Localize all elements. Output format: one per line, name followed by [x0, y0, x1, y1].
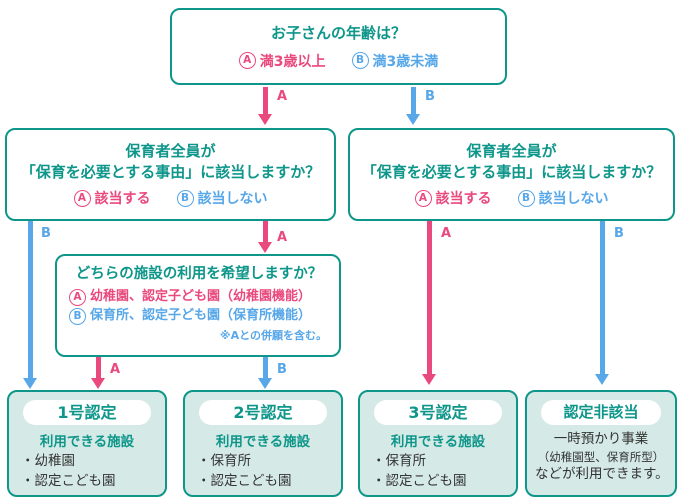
question-box-need-right: 保育者全員が 「保育を必要とする事由」に該当しますか？ A 該当する B 該当し…: [348, 128, 675, 221]
facility-option-b: B 保育所、認定子ども園（保育所機能）: [69, 307, 329, 326]
result-2-item: ・認定こども園: [197, 472, 292, 489]
arrow-line: [262, 357, 268, 378]
arrow-need-right-a: [422, 221, 436, 385]
arrow-facility-b: [258, 357, 272, 389]
need-right-title-line1: 保育者全員が: [466, 142, 557, 160]
question-box-need-left: 保育者全員が 「保育を必要とする事由」に該当しますか？ A 該当する B 該当し…: [5, 128, 336, 221]
arrow-need-left-b-label: B: [41, 226, 51, 241]
arrow-line: [27, 221, 33, 378]
age-options: A 満3歳以上 B 満3歳未満: [238, 51, 439, 71]
arrow-need-right-b-label: B: [614, 226, 624, 241]
arrow-line: [426, 221, 432, 374]
result-1-subtitle: 利用できる施設: [39, 434, 135, 450]
arrow-line: [262, 87, 268, 114]
arrow-need-left-b: [23, 221, 37, 389]
arrow-line: [410, 87, 416, 114]
facility-option-a: A 幼稚園、認定子ども園（幼稚園機能）: [69, 288, 329, 307]
result-2-item: ・保育所: [197, 453, 251, 469]
facility-option-b-label: 保育所、認定子ども園（保育所機能）: [90, 308, 312, 324]
circle-b-icon: B: [351, 52, 369, 69]
result-3-item: ・認定こども園: [372, 472, 467, 489]
arrow-line: [599, 221, 605, 374]
need-left-option-a: A 該当する: [73, 188, 151, 208]
need-left-title-line1: 保育者全員が: [125, 142, 216, 160]
need-right-option-a: A 該当する: [414, 188, 492, 208]
result-3-item: ・保育所: [372, 453, 426, 469]
arrow-line: [95, 357, 101, 378]
arrow-head-icon: [91, 378, 105, 389]
arrow-head-icon: [595, 374, 609, 385]
need-left-options: A 該当する B 該当しない: [73, 188, 268, 208]
result-2-subtitle: 利用できる施設: [215, 434, 311, 450]
arrow-need-right-b: [595, 221, 609, 385]
result-box-1: 1号認定 利用できる施設 ・幼稚園 ・認定こども園: [7, 390, 167, 497]
facility-option-a-label: 幼稚園、認定子ども園（幼稚園機能）: [90, 289, 312, 305]
need-left-option-b: B 該当しない: [176, 188, 268, 208]
age-question-title: お子さんの年齢は？: [270, 23, 406, 42]
arrow-age-a-label: A: [277, 89, 288, 104]
need-right-option-b: B 該当しない: [517, 188, 609, 208]
arrow-head-icon: [406, 114, 420, 125]
arrow-line: [262, 221, 268, 242]
age-option-a: A 満3歳以上: [238, 51, 326, 71]
need-right-title: 保育者全員が 「保育を必要とする事由」に該当しますか？: [362, 141, 662, 183]
need-left-option-a-label: 該当する: [94, 191, 151, 207]
circle-a-icon: A: [414, 189, 432, 207]
arrow-head-icon: [422, 374, 436, 385]
facility-title: どちらの施設の利用を希望しますか？: [75, 266, 323, 282]
arrow-need-left-a: [258, 221, 272, 253]
arrow-facility-b-label: B: [277, 362, 287, 377]
result-2-badge: 2号認定: [199, 400, 327, 425]
arrow-head-icon: [258, 114, 272, 125]
arrow-head-icon: [23, 378, 37, 389]
result-box-not-eligible: 認定非該当 一時預かり事業 （幼稚園型、保育所型） などが利用できます。: [525, 390, 677, 497]
need-right-options: A 該当する B 該当しない: [414, 188, 609, 208]
arrow-age-a: [258, 87, 272, 125]
arrow-age-b-label: B: [425, 89, 435, 104]
result-1-item: ・認定こども園: [21, 472, 116, 489]
question-box-facility: どちらの施設の利用を希望しますか？ A 幼稚園、認定子ども園（幼稚園機能） B …: [55, 254, 341, 357]
arrow-head-icon: [258, 242, 272, 253]
circle-b-icon: B: [69, 308, 86, 326]
arrow-age-b: [406, 87, 420, 125]
age-option-a-label: 満3歳以上: [259, 53, 326, 70]
result-3-badge: 3号認定: [374, 400, 502, 425]
need-right-title-line2: 「保育を必要とする事由」に該当しますか？: [361, 163, 662, 181]
result-4-line: などが利用できます。: [535, 465, 669, 482]
result-4-badge: 認定非該当: [541, 400, 661, 425]
arrow-need-left-a-label: A: [277, 230, 288, 245]
age-option-b-label: 満3歳未満: [372, 53, 439, 70]
need-left-option-b-label: 該当しない: [197, 191, 268, 207]
circle-a-icon: A: [69, 289, 86, 307]
facility-note: ※Aとの併願を含む。: [219, 328, 327, 342]
result-box-2: 2号認定 利用できる施設 ・保育所 ・認定こども園: [183, 390, 343, 497]
result-box-3: 3号認定 利用できる施設 ・保育所 ・認定こども園: [358, 390, 518, 497]
result-3-subtitle: 利用できる施設: [390, 434, 486, 450]
arrow-head-icon: [258, 378, 272, 389]
arrow-facility-a-label: A: [110, 362, 121, 377]
need-right-option-b-label: 該当しない: [538, 191, 609, 207]
circle-b-icon: B: [517, 189, 535, 207]
arrow-need-right-a-label: A: [441, 226, 452, 241]
need-left-title: 保育者全員が 「保育を必要とする事由」に該当しますか？: [21, 141, 321, 183]
need-right-option-a-label: 該当する: [435, 191, 492, 207]
circle-a-icon: A: [238, 52, 256, 69]
question-box-age: お子さんの年齢は？ A 満3歳以上 B 満3歳未満: [170, 8, 507, 85]
result-1-badge: 1号認定: [23, 400, 151, 425]
result-4-line: （幼稚園型、保育所型）: [537, 449, 665, 464]
age-option-b: B 満3歳未満: [351, 51, 439, 71]
circle-b-icon: B: [176, 189, 194, 207]
need-left-title-line2: 「保育を必要とする事由」に該当しますか？: [20, 163, 321, 181]
circle-a-icon: A: [73, 189, 91, 207]
result-1-item: ・幼稚園: [21, 453, 75, 469]
result-4-line: 一時預かり事業: [553, 431, 649, 447]
arrow-facility-a: [91, 357, 105, 389]
